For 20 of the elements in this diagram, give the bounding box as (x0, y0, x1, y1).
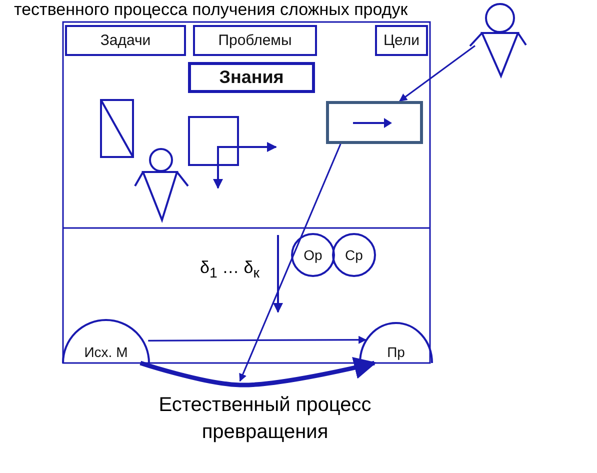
arrow (399, 45, 476, 102)
box-label: Проблемы (218, 32, 292, 49)
arrow (239, 144, 342, 382)
label-box (188, 62, 315, 93)
box-label: Цели (383, 32, 420, 49)
label-box (375, 25, 428, 56)
caption: Естественный процесс превращения (158, 393, 372, 445)
arrow (140, 356, 377, 388)
label-box (65, 25, 186, 56)
arrow (148, 336, 367, 344)
symbol-label: δ$_{1}$ … δ$_{к}$ (200, 258, 260, 282)
node-label: Исх. М (84, 344, 128, 360)
box-label: Знания (219, 67, 284, 88)
node-label: Ор (304, 247, 322, 263)
heading-fragment: тественного процесса получения сложных продук (14, 0, 408, 20)
label-box (193, 25, 317, 56)
node-label: Пр (387, 344, 405, 360)
box-label: Задачи (100, 32, 151, 49)
process-box (326, 101, 423, 144)
node-label: Ср (345, 247, 363, 263)
